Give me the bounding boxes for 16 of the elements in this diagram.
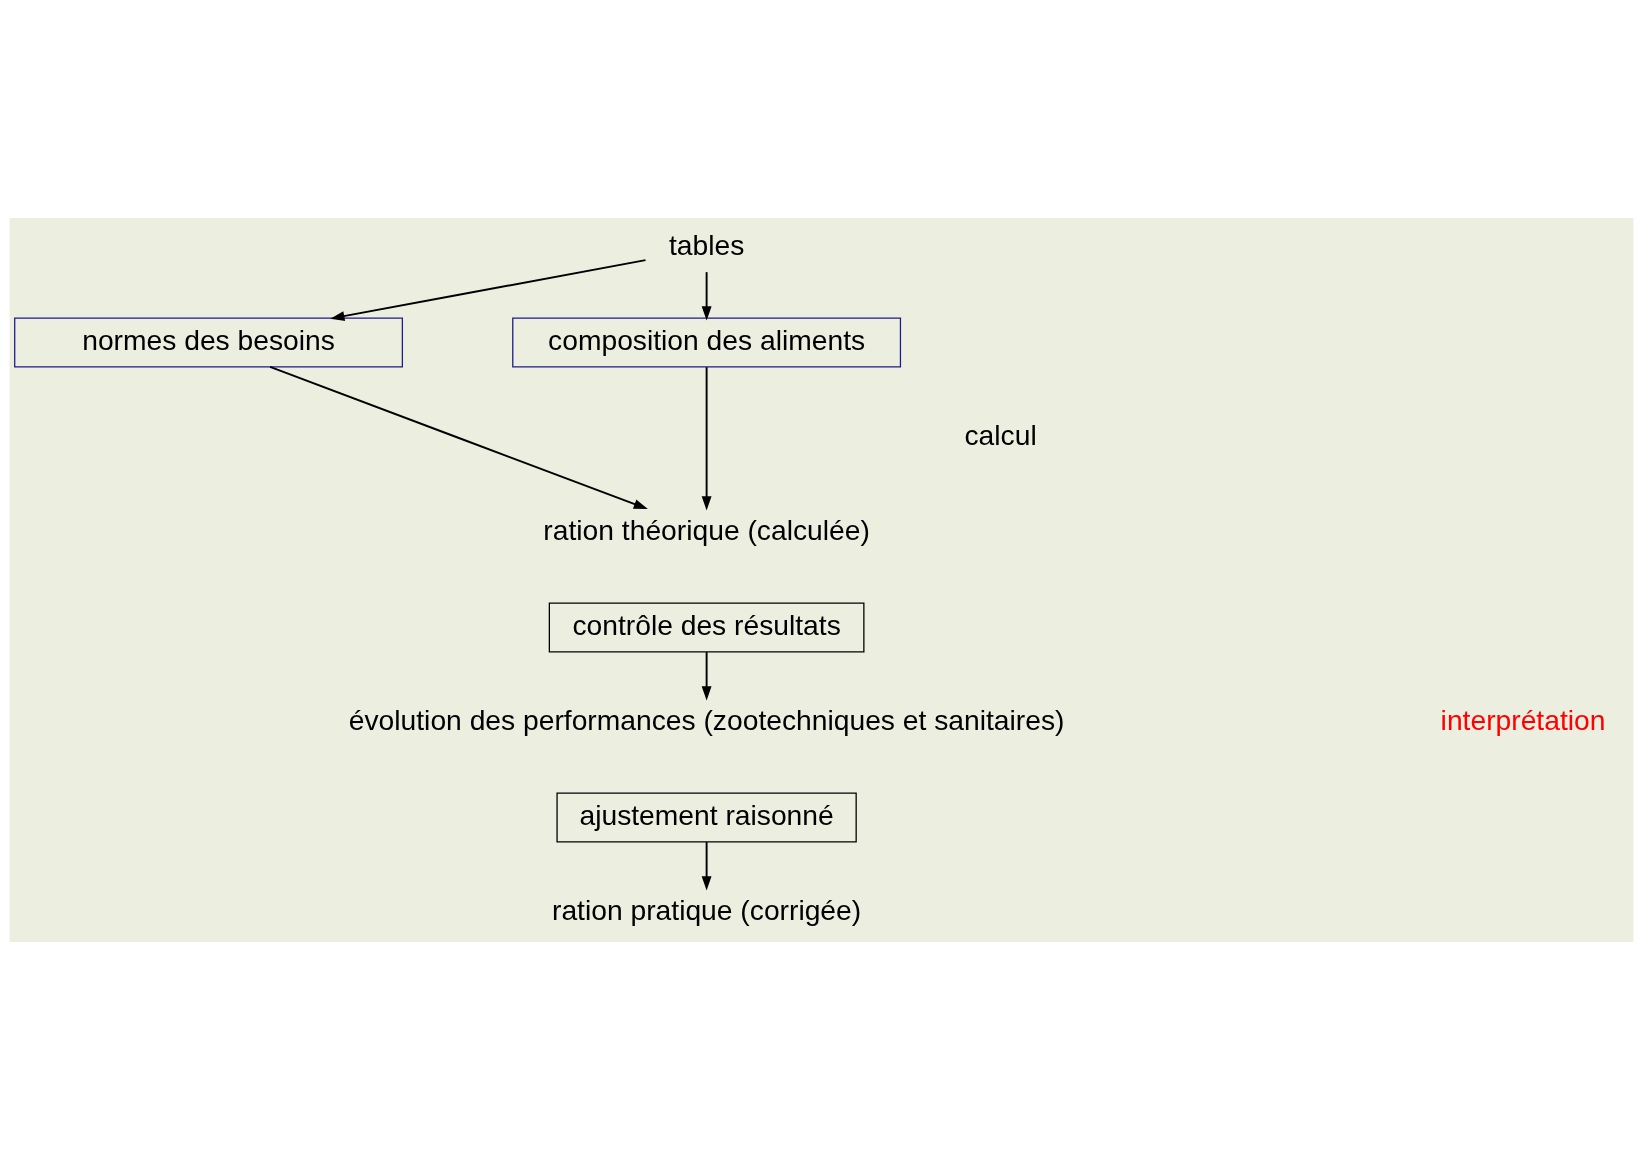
label: calcul	[963, 418, 1037, 451]
node-box: composition des aliments	[511, 317, 901, 368]
node-text: évolution des performances (zootechniques et sanitaires)	[348, 703, 1064, 736]
arrow	[701, 650, 712, 700]
node-box: normes des besoins	[13, 317, 403, 368]
node-box: ajustement raisonné	[555, 791, 857, 842]
arrow	[701, 840, 712, 890]
label: interprétation	[1440, 703, 1605, 736]
arrow	[701, 270, 712, 321]
node-text: tables	[668, 228, 744, 261]
node-box: contrôle des résultats	[548, 601, 864, 653]
node-text: ration théorique (calculée)	[542, 513, 870, 546]
arrow	[268, 365, 648, 509]
node-text: ration pratique (corrigée)	[551, 893, 861, 926]
arrow	[701, 365, 712, 510]
arrow	[329, 258, 646, 321]
